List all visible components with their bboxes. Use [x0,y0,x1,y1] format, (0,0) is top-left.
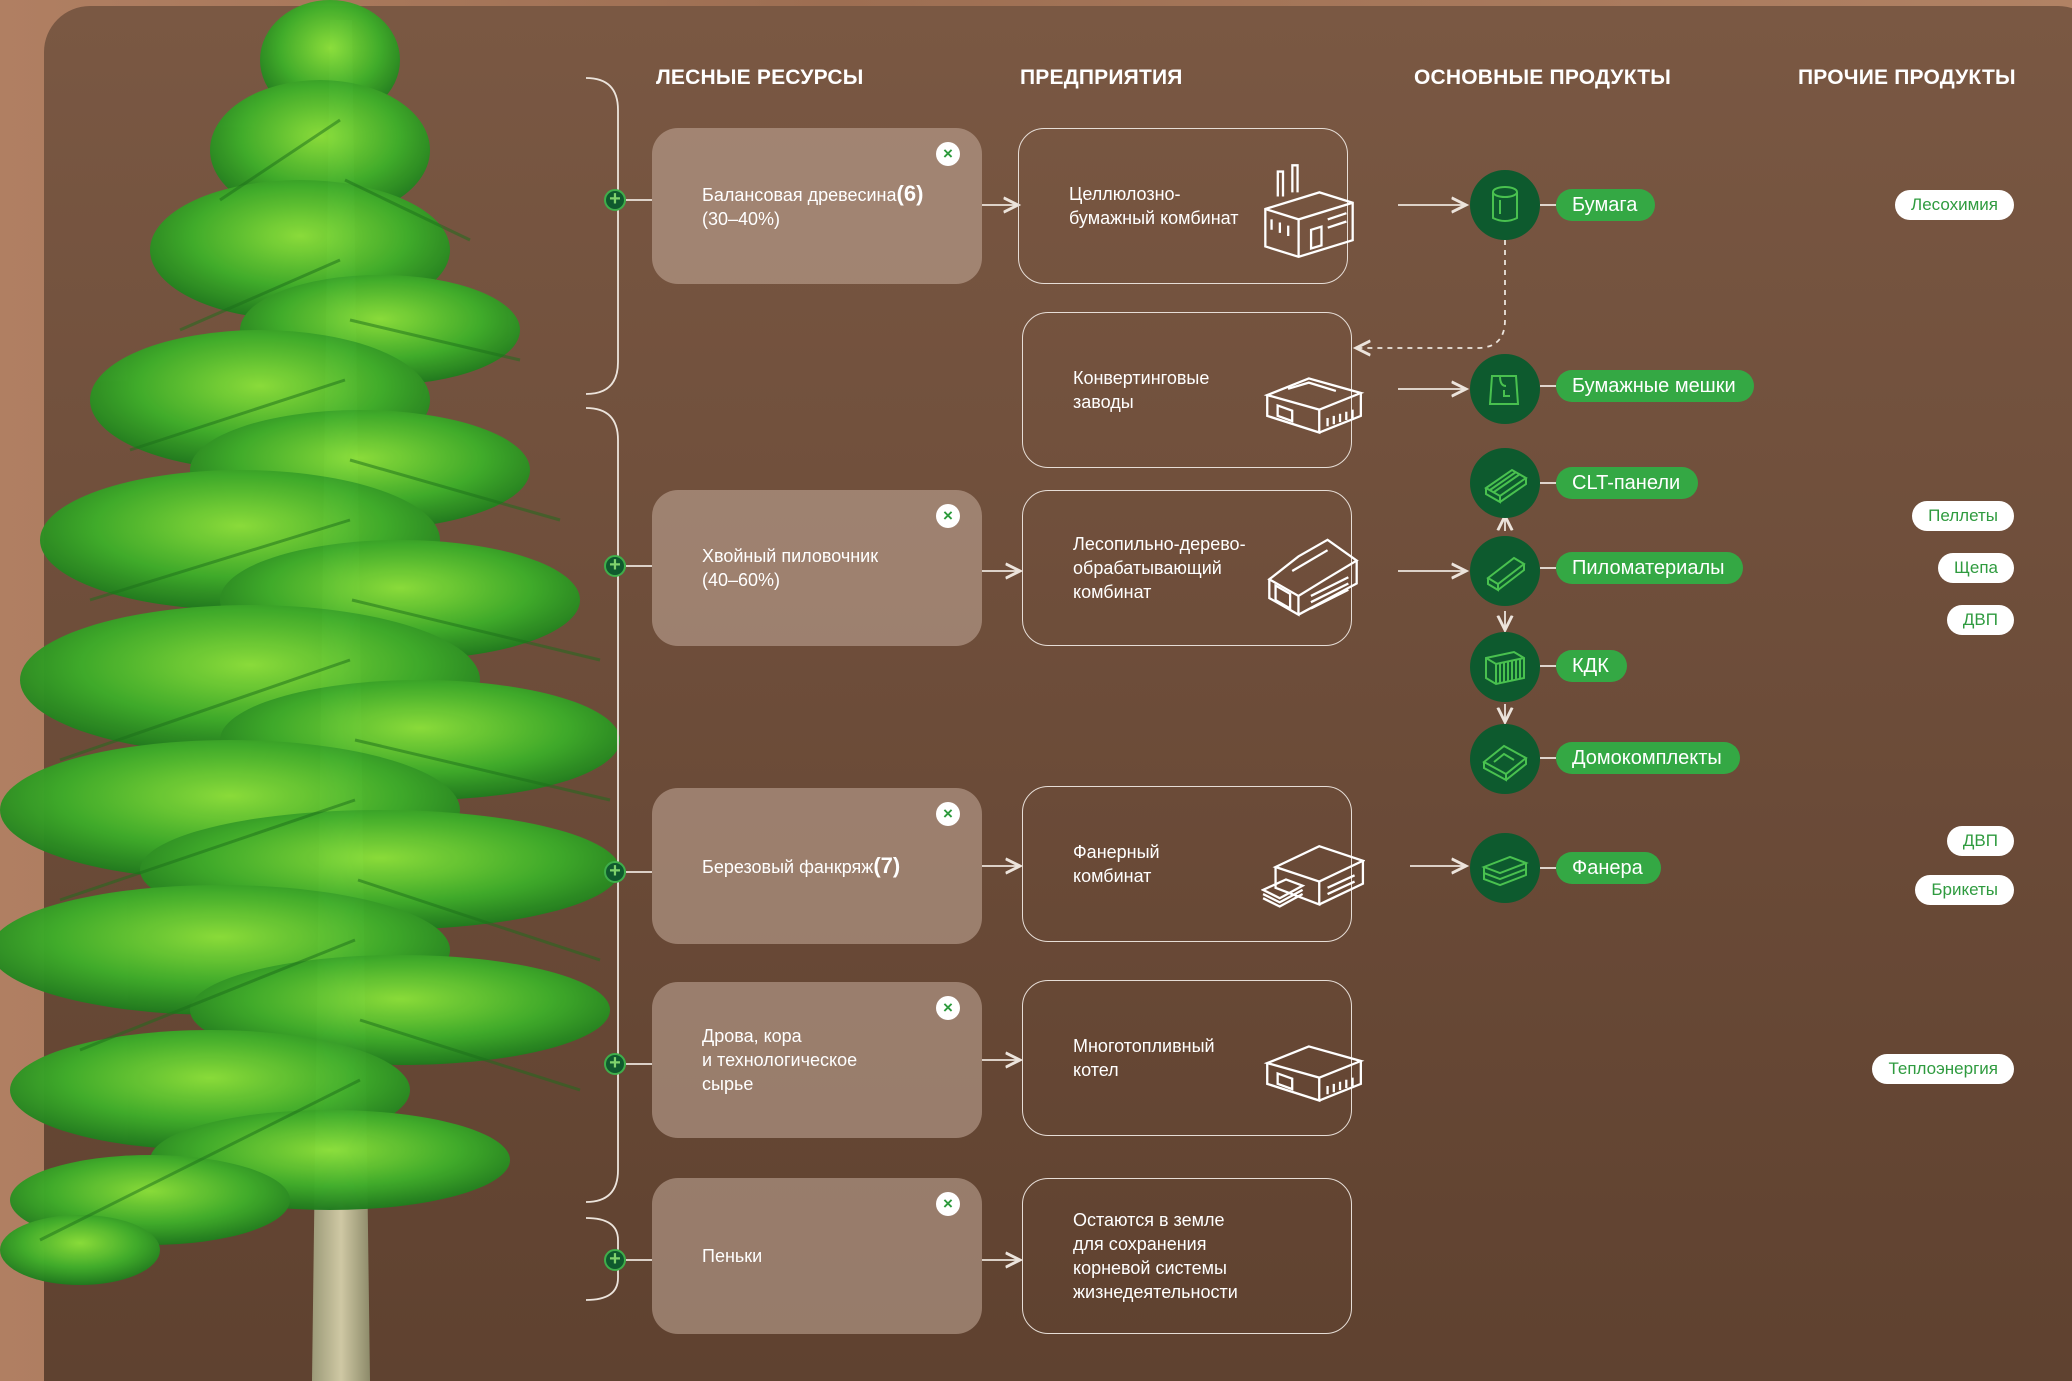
expand-plus-icon[interactable]: + [604,189,626,211]
resource-label: Березовый фанкряж(7) [702,852,901,879]
plywood-mill-icon [1261,844,1365,908]
sawmill-icon [1267,538,1359,617]
product-label-house-kits[interactable]: Домокомплекты [1556,742,1740,774]
enterprise-card-converting-plants[interactable]: Конвертинговые заводы [1022,312,1365,468]
other-product-pellets[interactable]: Пеллеты [1912,501,2014,531]
tree-illustration [0,0,620,1381]
house-kit-icon [1482,744,1528,782]
close-icon[interactable]: × [936,802,960,826]
expand-plus-icon[interactable]: + [604,1249,626,1271]
other-product-briquettes[interactable]: Брикеты [1915,875,2014,905]
enterprise-label: Лесопильно-дерево- обрабатывающий комбин… [1073,534,1246,602]
close-icon[interactable]: × [936,1192,960,1216]
product-label-paper[interactable]: Бумага [1556,189,1656,221]
enterprise-card-left-in-ground[interactable]: Остаются в земле для сохранения корневой… [1022,1178,1352,1334]
enterprise-label: Многотопливный котел [1073,1036,1215,1080]
column-header-main-products: ОСНОВНЫЕ ПРОДУКТЫ [1414,66,1672,89]
close-icon[interactable]: × [936,504,960,528]
product-label-plywood[interactable]: Фанера [1556,852,1661,884]
product-label-paper-bags[interactable]: Бумажные мешки [1556,370,1754,402]
enterprise-card-plywood-mill[interactable]: Фанерный комбинат [1022,786,1365,942]
enterprise-label: Конвертинговые заводы [1073,368,1210,412]
product-icon-glued-timber[interactable] [1470,632,1540,702]
enterprise-card-pulp-mill[interactable]: Целлюлозно- бумажный комбинат [1018,128,1354,284]
resource-card-softwood-sawlogs[interactable]: Хвойный пиловочник (40–60%) × [652,490,982,646]
resource-card-birch-veneer-logs[interactable]: Березовый фанкряж(7) × [652,788,982,944]
boiler-icon [1263,1045,1365,1103]
paper-roll-icon [1492,186,1518,222]
resource-share: (30–40%) [702,208,781,229]
product-icon-paper[interactable] [1470,170,1540,240]
resource-label: Пеньки [702,1246,763,1266]
other-product-heat-energy[interactable]: Теплоэнергия [1872,1054,2014,1084]
resource-name: Березовый фанкряж [702,856,874,877]
enterprise-card-sawmill[interactable]: Лесопильно-дерево- обрабатывающий комбин… [1022,490,1359,646]
plywood-icon [1481,855,1529,887]
lumber-icon [1486,556,1526,592]
other-product-fiberboard[interactable]: ДВП [1946,605,2014,635]
product-icon-lumber[interactable] [1470,536,1540,606]
enterprise-label: Фанерный комбинат [1073,842,1160,886]
resource-card-firewood-bark[interactable]: Дрова, кора и технологическое сырье × [652,982,982,1138]
pulp-mill-icon [1264,164,1354,259]
column-header-resources: ЛЕСНЫЕ РЕСУРСЫ [656,66,864,89]
resource-label: Балансовая древесина(6) (30–40%) [702,180,924,231]
glued-timber-icon [1485,650,1525,686]
paper-bag-icon [1488,375,1520,405]
resource-card-pulpwood[interactable]: Балансовая древесина(6) (30–40%) × [652,128,982,284]
close-icon[interactable]: × [936,996,960,1020]
close-icon[interactable]: × [936,142,960,166]
footnote-number: (7) [873,852,901,878]
expand-plus-icon[interactable]: + [604,861,626,883]
enterprise-label: Целлюлозно- бумажный комбинат [1069,184,1239,228]
product-label-glued-timber[interactable]: КДК [1556,650,1627,682]
clt-panel-icon [1484,468,1528,504]
product-icon-plywood[interactable] [1470,833,1540,903]
resource-label: Хвойный пиловочник (40–60%) [702,546,879,590]
resource-label: Дрова, кора и технологическое сырье [702,1026,858,1094]
product-label-clt-panels[interactable]: CLT-панели [1556,467,1699,499]
expand-plus-icon[interactable]: + [604,555,626,577]
column-header-enterprises: ПРЕДПРИЯТИЯ [1020,66,1183,89]
resource-name: Балансовая древесина [702,184,897,205]
column-header-other-products: ПРОЧИЕ ПРОДУКТЫ [1798,66,2016,89]
other-product-wood-chemistry[interactable]: Лесохимия [1895,190,2014,220]
resource-card-stumps[interactable]: Пеньки × [652,1178,982,1334]
enterprise-card-multifuel-boiler[interactable]: Многотопливный котел [1022,980,1365,1136]
product-icon-paper-bags[interactable] [1470,354,1540,424]
other-product-wood-chips[interactable]: Щепа [1937,553,2014,583]
expand-plus-icon[interactable]: + [604,1053,626,1075]
footnote-number: (6) [896,180,924,206]
converting-plant-icon [1263,377,1365,435]
enterprise-label: Остаются в земле для сохранения корневой… [1073,1210,1238,1302]
product-icon-clt-panels[interactable] [1470,448,1540,518]
product-icon-house-kits[interactable] [1470,724,1540,794]
other-product-fiberboard[interactable]: ДВП [1946,826,2014,856]
product-label-lumber[interactable]: Пиломатериалы [1556,552,1743,584]
